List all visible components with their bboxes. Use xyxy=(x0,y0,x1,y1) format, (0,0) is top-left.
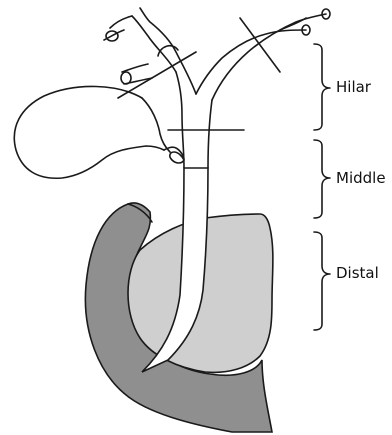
hilar-level-line-right xyxy=(240,18,280,72)
middle-label: Middle xyxy=(336,169,386,187)
left-branch-tip-2 xyxy=(121,72,131,84)
hilar-label: Hilar xyxy=(336,78,372,96)
gallbladder-inner xyxy=(142,98,170,152)
distal-label: Distal xyxy=(336,264,379,282)
gallbladder xyxy=(14,86,164,178)
bile-duct-right-wall xyxy=(208,100,212,168)
hilar-brace xyxy=(314,44,330,130)
bile-duct-left-wall xyxy=(176,72,184,168)
right-hepatic-duct-inner xyxy=(196,30,306,94)
left-hepatic-duct-inner xyxy=(140,8,196,94)
middle-brace xyxy=(314,140,330,218)
distal-brace xyxy=(314,232,330,330)
